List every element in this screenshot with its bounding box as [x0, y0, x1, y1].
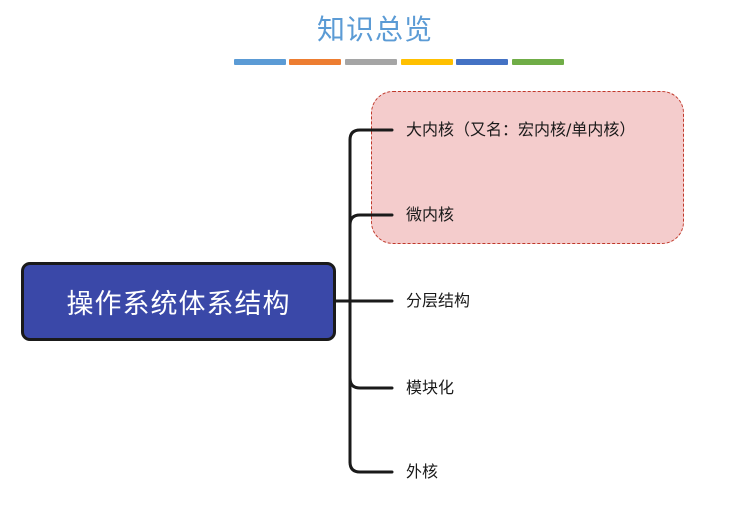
- child-node-exokernel: 外核: [406, 462, 439, 481]
- branch-connector-4: [348, 376, 394, 390]
- branch-connector-5: [348, 460, 394, 474]
- kernel-highlight-box: [371, 91, 684, 244]
- page-title: 知识总览: [316, 13, 433, 46]
- child-node-microkernel: 微内核: [406, 205, 455, 224]
- divider-bar-1: [234, 59, 286, 65]
- divider-bar-4: [401, 59, 453, 65]
- divider-bar-3: [345, 59, 397, 65]
- root-node-label: 操作系统体系结构: [66, 289, 291, 320]
- child-node-monolithic-kernel: 大内核（又名：宏内核/单内核）: [406, 120, 636, 139]
- divider-bar-5: [456, 59, 508, 65]
- child-node-layered-structure: 分层结构: [406, 291, 471, 310]
- divider-bar-6: [512, 59, 564, 65]
- child-node-modular: 模块化: [406, 378, 455, 397]
- divider-bar-2: [289, 59, 341, 65]
- root-node: 操作系统体系结构: [21, 262, 336, 341]
